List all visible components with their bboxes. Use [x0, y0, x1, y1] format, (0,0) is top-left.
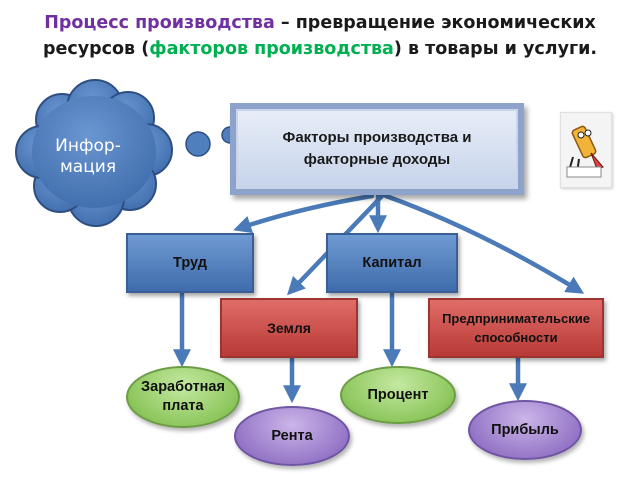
factor-entrepreneurship-line1: Предпринимательские: [442, 311, 590, 326]
writing-character-icon: [560, 112, 612, 188]
factor-capital-label: Капитал: [362, 255, 422, 271]
title-text-end: ) в товары и услуги.: [393, 39, 598, 59]
main-box-line2: факторные доходы: [303, 151, 451, 168]
factor-entrepreneurship-line2: способности: [474, 330, 558, 345]
income-interest-label: Процент: [367, 387, 429, 403]
information-cloud: [15, 79, 173, 227]
factor-capital: Капитал: [326, 233, 458, 293]
income-interest: Процент: [340, 366, 456, 424]
income-wages: Заработная плата: [126, 366, 240, 428]
income-rent: Рента: [234, 406, 350, 466]
income-wages-line1: Заработная: [141, 379, 225, 395]
factor-land-label: Земля: [267, 320, 311, 336]
title-highlight-factors: факторов производства: [149, 39, 394, 59]
income-profit-label: Прибыль: [491, 422, 559, 438]
main-box-line1: Факторы производства и: [282, 129, 472, 146]
main-box-factors-and-incomes: Факторы производства и факторные доходы: [230, 103, 524, 195]
factor-labor-label: Труд: [173, 255, 207, 271]
cloud-label-line2: мация: [59, 157, 117, 177]
factor-land: Земля: [220, 298, 358, 358]
income-rent-label: Рента: [271, 428, 313, 444]
arrow-to-entrepreneurship: [383, 193, 585, 294]
title-highlight-process: Процесс производства: [44, 13, 275, 33]
income-profit: Прибыль: [468, 400, 582, 460]
title-text: – превращение экономических ресурсов (: [42, 13, 596, 59]
slide-title: Процесс производства – превращение эконо…: [40, 10, 600, 62]
factor-labor: Труд: [126, 233, 254, 293]
factor-entrepreneurship: Предпринимательские способности: [428, 298, 604, 358]
arrow-to-labor: [233, 193, 375, 234]
cloud-label-line1: Инфор-: [55, 136, 121, 156]
thought-bubble-large: [185, 131, 211, 157]
cloud-label: Инфор- мация: [38, 136, 138, 178]
income-wages-line2: плата: [162, 398, 204, 414]
